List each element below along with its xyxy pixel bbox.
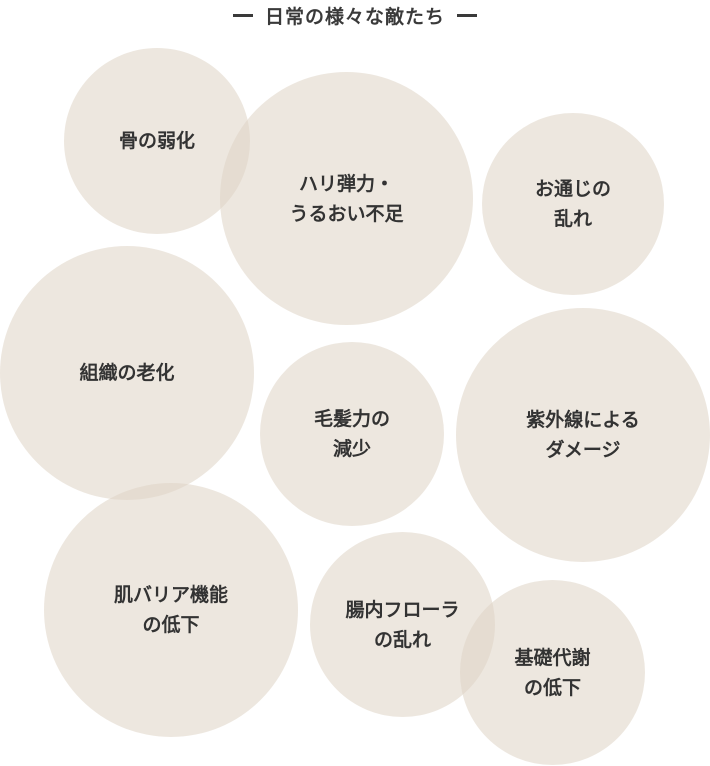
title-text: 日常の様々な敵たち bbox=[264, 6, 445, 28]
bubble-skin-barrier: 肌バリア機能 の低下 bbox=[44, 483, 298, 737]
dash-right bbox=[457, 14, 477, 17]
bubble-label: お通じの 乱れ bbox=[534, 178, 611, 230]
bubble-bowel-irregularity: お通じの 乱れ bbox=[482, 113, 664, 295]
section-title: 日常の様々な敵たち bbox=[0, 2, 710, 29]
bubble-bone-weakening: 骨の弱化 bbox=[64, 48, 250, 234]
bubble-label: ハリ弾力・ うるおい不足 bbox=[289, 172, 404, 225]
bubble-label: 肌バリア機能 の低下 bbox=[113, 584, 228, 636]
bubble-label: 紫外線による ダメージ bbox=[526, 409, 640, 461]
bubble-label: 腸内フローラ の乱れ bbox=[345, 598, 460, 651]
bubble-label: 毛髪力の 減少 bbox=[313, 408, 390, 460]
bubble-label: 骨の弱化 bbox=[118, 130, 195, 152]
dash-left bbox=[232, 14, 253, 17]
bubble-hair-loss: 毛髪力の 減少 bbox=[260, 342, 444, 526]
bubble-metabolism: 基礎代謝 の低下 bbox=[460, 580, 645, 765]
bubble-elasticity-moisture: ハリ弾力・ うるおい不足 bbox=[220, 72, 473, 325]
bubble-uv-damage: 紫外線による ダメージ bbox=[456, 308, 710, 562]
bubble-tissue-aging: 組織の老化 bbox=[0, 246, 254, 500]
bubble-gut-flora: 腸内フローラ の乱れ bbox=[310, 532, 495, 717]
bubble-label: 基礎代謝 の低下 bbox=[514, 646, 591, 699]
bubble-label: 組織の老化 bbox=[79, 362, 175, 384]
